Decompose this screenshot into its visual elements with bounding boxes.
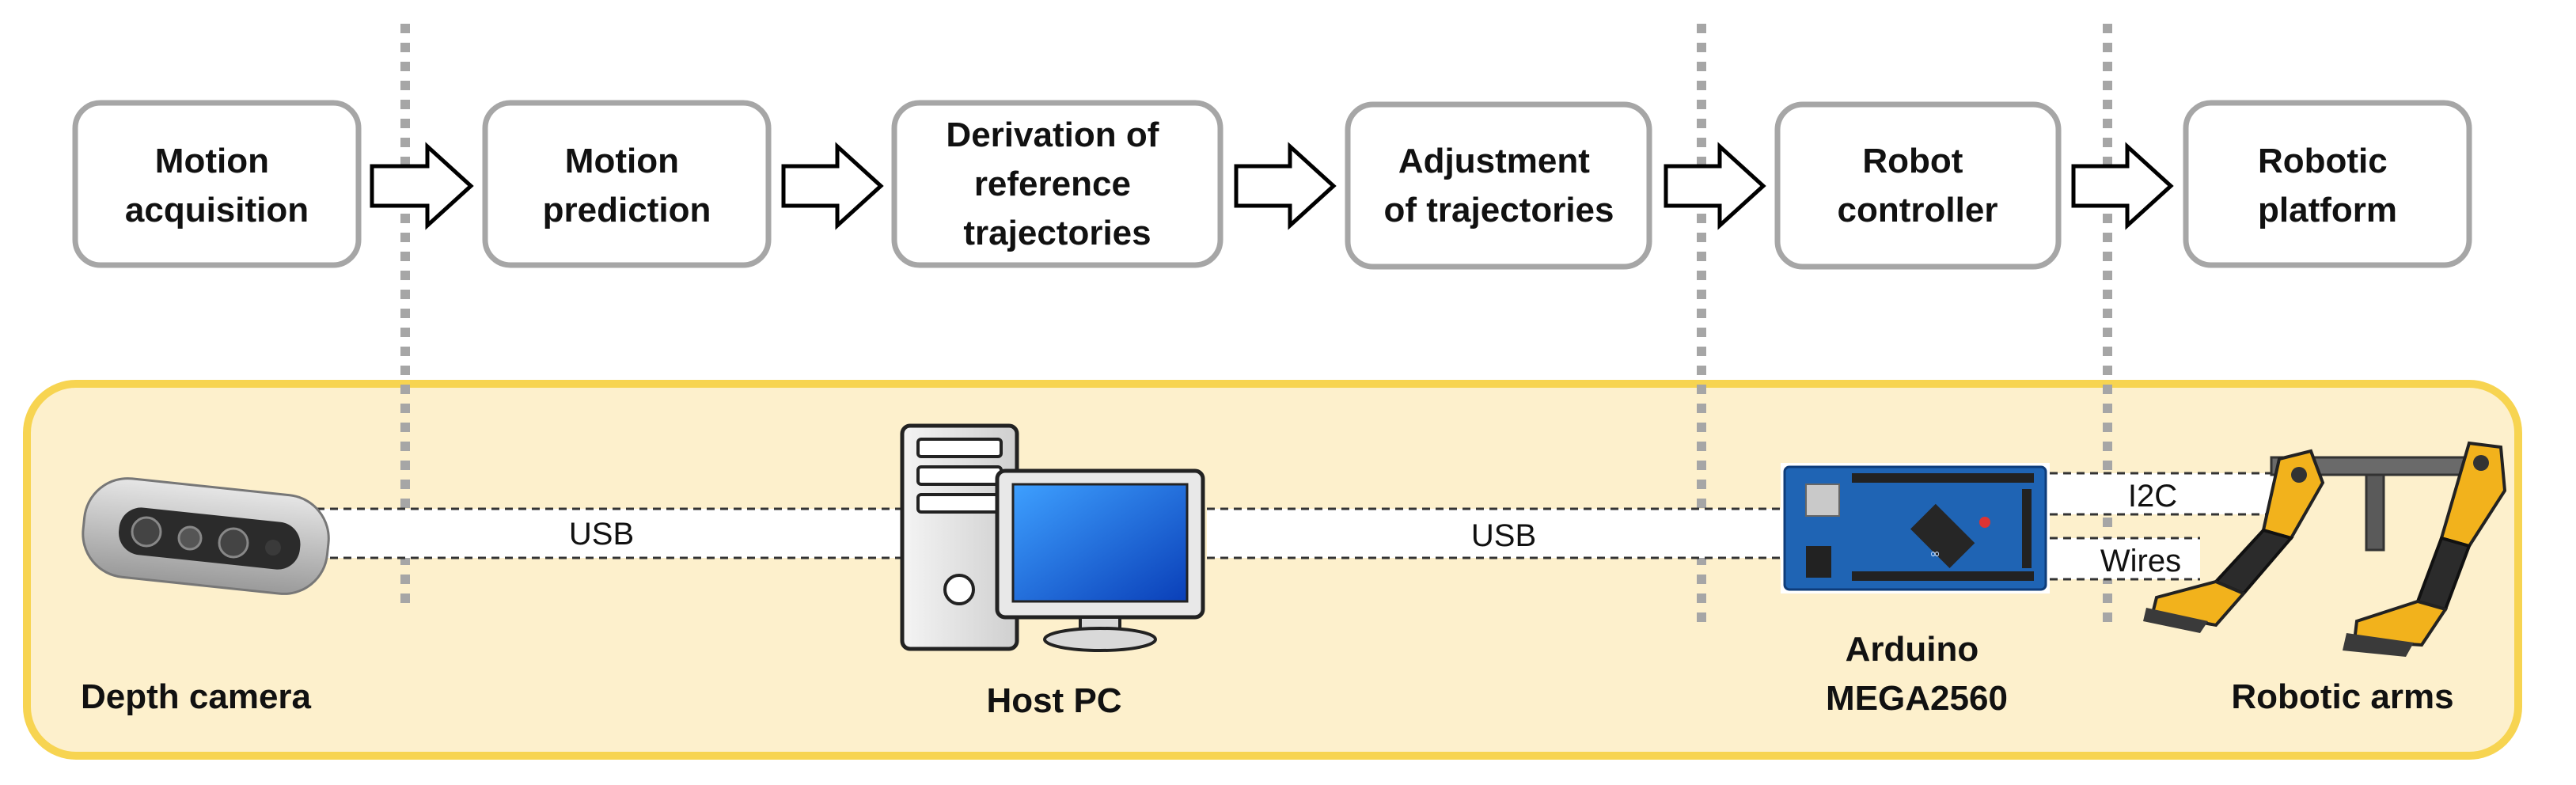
usb-label: USB <box>569 517 634 552</box>
stage-box-adjustment <box>1345 101 1652 270</box>
stage-label: Motion <box>565 142 679 180</box>
stage-box-robotic-platform <box>2183 100 2472 268</box>
stage-box-motion-acquisition <box>72 100 362 268</box>
depth-camera-icon <box>82 477 330 595</box>
stage-label: of trajectories <box>1384 191 1614 229</box>
wires-link <box>2050 538 2200 579</box>
stage-label: acquisition <box>125 191 309 229</box>
svg-text:Arduino MEGA2560: Arduino MEGA2560 <box>1826 630 2008 718</box>
i2c-link <box>2050 473 2287 514</box>
stage-label: prediction <box>543 191 711 229</box>
robotic-arms-icon <box>2143 441 2507 657</box>
svg-text:Motion acquisition: Motion acquisition <box>125 142 309 229</box>
svg-text:Motion prediction: Motion prediction <box>543 142 711 229</box>
arduino-board-icon: ∞ <box>1781 463 2050 593</box>
stage-box-motion-prediction <box>482 100 772 268</box>
depth-camera-label: Depth camera <box>81 677 312 716</box>
svg-text:∞: ∞ <box>1929 546 1940 561</box>
connections: USB USB I2C Wires <box>317 472 2287 581</box>
i2c-label: I2C <box>2128 479 2177 514</box>
stage-label: trajectories <box>963 214 1151 252</box>
host-pc-icon <box>900 423 1205 652</box>
stage-label: controller <box>1838 191 1998 229</box>
arrow-right-icon <box>370 142 474 230</box>
svg-text:Robotic platform: Robotic platform <box>2258 142 2397 229</box>
pipeline: Motion acquisition Motion prediction Der… <box>72 100 2472 270</box>
svg-text:Adjustment of trajectori: Adjustment of trajectories <box>1384 142 1614 229</box>
stage-label: platform <box>2258 191 2397 229</box>
svg-text:Robot controller: Robot controller <box>1838 142 1998 229</box>
arrow-right-icon <box>1664 142 1766 230</box>
usb-link-pc-arduino <box>1207 509 1785 558</box>
stage-box-reference-trajectories <box>891 100 1224 268</box>
arduino-label: Arduino <box>1846 630 1979 669</box>
stage-label: Motion <box>155 142 269 180</box>
stage-label: Robot <box>1862 142 1963 180</box>
arrow-right-icon <box>1234 142 1337 230</box>
stage-label: Derivation of <box>946 116 1159 154</box>
usb-label: USB <box>1471 518 1536 553</box>
svg-text:Derivation of reference: Derivation of reference trajectories <box>946 116 1168 252</box>
robotic-arms-label: Robotic arms <box>2231 677 2453 716</box>
stage-box-robot-controller <box>1774 101 2062 270</box>
arrow-right-icon <box>2071 142 2174 230</box>
stage-label: reference <box>974 165 1131 203</box>
usb-link-camera-pc <box>317 509 926 558</box>
host-pc-label: Host PC <box>986 681 1121 720</box>
arduino-label: MEGA2560 <box>1826 679 2008 718</box>
arrow-right-icon <box>781 142 884 230</box>
wires-label: Wires <box>2100 544 2181 578</box>
stage-label: Robotic <box>2258 142 2388 180</box>
stage-label: Adjustment <box>1398 142 1590 180</box>
